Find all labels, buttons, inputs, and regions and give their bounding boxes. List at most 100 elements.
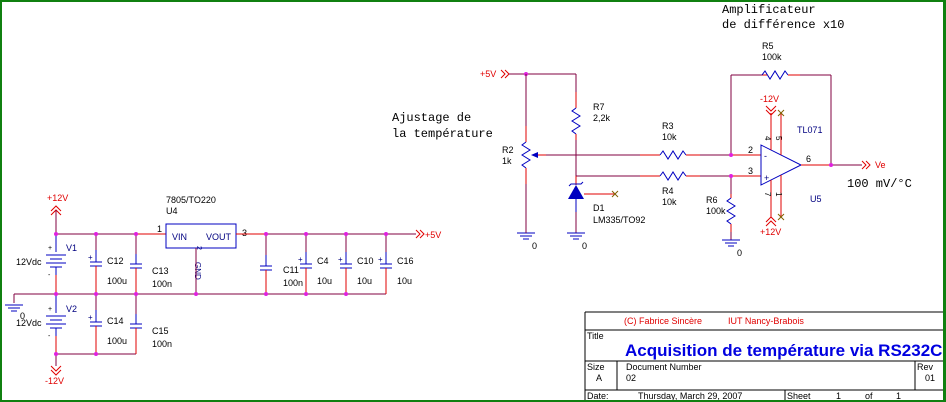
u5-minus: - [764,151,767,161]
capacitor-c16: + C16 10u [378,234,414,294]
c10-ref: C10 [357,256,374,266]
sensor-d1: D1 LM335/TO92 [568,176,645,233]
c12-ref: C12 [107,256,124,266]
r7-ref: R7 [593,102,605,112]
annotation-scale: 100 mV/°C [847,177,912,191]
u4-pin-gnd: GND [193,262,202,280]
u5-pin7: 7 [763,192,772,197]
svg-text:+: + [378,255,383,264]
c15-value: 100n [152,339,172,349]
capacitor-c12: + C12 100u [88,234,127,294]
annotation-amp-2: de différence x10 [722,18,844,32]
capacitor-c15: C15 100n [130,294,172,354]
of-label: of [865,391,873,401]
r2-value: 1k [502,156,512,166]
net-p12-supply: +12V [47,193,68,234]
sheet-label: Sheet [787,391,811,401]
u4-pin3: 3 [242,228,247,238]
c12-value: 100u [107,276,127,286]
r2-ref: R2 [502,145,514,155]
u4-ref: U4 [166,206,178,216]
r6-value: 100k [706,206,726,216]
resistor-r5: R5 100k [730,41,832,165]
title-block-title: Acquisition de température via RS232C [625,341,942,360]
r7-value: 2,2k [593,113,611,123]
net-label-ve: Ve [875,160,886,170]
junctions-supply [54,232,388,356]
c4-ref: C4 [317,256,329,266]
gnd-label-r2: 0 [532,241,537,251]
svg-text:+: + [338,255,343,264]
net-label-p5-out: +5V [425,230,441,240]
c14-value: 100u [107,336,127,346]
svg-text:+: + [88,313,93,322]
resistor-r4: R4 10k [640,171,731,207]
c16-ref: C16 [397,256,414,266]
net-label-p12: +12V [47,193,68,203]
opamp-u5: - + 2 3 6 4 5 -12V 7 1 +12V TL071 U5 [731,94,831,237]
resistor-r7: R7 2,2k [571,92,611,176]
c16-value: 10u [397,276,412,286]
u5-supply-pos: +12V [760,227,781,237]
c11-value: 100n [283,278,303,288]
u5-pin6: 6 [806,154,811,164]
gnd-label-supply: 0 [20,311,25,321]
annotation-adjust-1: Ajustage de [392,111,471,125]
sensor-section: Ajustage de la température +5V R2 1k 0 [392,69,660,251]
power-supply-section: +12V + - V1 12Vdc 0 [4,193,441,386]
capacitor-c13: C13 100n [130,234,172,294]
r4-value: 10k [662,197,677,207]
c10-value: 10u [357,276,372,286]
gnd-label-r6: 0 [737,248,742,258]
annotation-amp-1: Amplificateur [722,3,816,17]
u4-pin2: 2 [195,246,202,250]
potentiometer-r2: R2 1k [502,74,546,230]
v1-value: 12Vdc [16,257,42,267]
net-label-m12: -12V [45,376,64,386]
svg-text:+: + [88,253,93,262]
d1-value: LM335/TO92 [593,215,645,225]
r3-value: 10k [662,132,677,142]
docnum-label: Document Number [626,362,702,372]
title-block-author: (C) Fabrice Sincère [624,316,702,326]
u5-value: TL071 [797,125,823,135]
u5-supply-neg: -12V [760,94,779,104]
date-label: Date: [587,391,609,401]
size-label: Size [587,362,605,372]
resistor-r3: R3 10k [640,121,731,160]
u5-plus: + [764,173,769,183]
sheets-value: 1 [896,391,901,401]
r5-value: 100k [762,52,782,62]
c14-ref: C14 [107,316,124,326]
rev-value: 01 [925,373,935,383]
rev-label: Rev [917,362,934,372]
u4-pin-vout: VOUT [206,232,232,242]
resistor-r6: R6 100k [706,176,736,240]
svg-text:+: + [48,245,52,252]
capacitor-c14: + C14 100u [88,294,127,354]
capacitor-c10: + C10 10u [338,234,374,294]
d1-ref: D1 [593,203,605,213]
capacitor-c4: + C4 10u [298,234,332,294]
u5-pin1: 1 [774,192,783,197]
r3-ref: R3 [662,121,674,131]
u5-ref: U5 [810,194,822,204]
u5-pin2: 2 [748,145,753,155]
u4-value: 7805/TO220 [166,195,216,205]
sheet-value: 1 [836,391,841,401]
title-block: (C) Fabrice Sincère IUT Nancy-Brabois Ti… [584,311,944,401]
capacitor-c11-unpolar [260,234,272,294]
battery-v2: + - V2 12Vdc [16,294,77,354]
r4-ref: R4 [662,186,674,196]
net-label-p5-in: +5V [480,69,496,79]
c15-ref: C15 [152,326,169,336]
svg-text:+: + [48,306,52,313]
v1-ref: V1 [66,243,77,253]
u4-pin-vin: VIN [172,232,187,242]
u4-pin1: 1 [157,224,162,234]
v2-value: 12Vdc [16,318,42,328]
c13-value: 100n [152,279,172,289]
u5-pin3: 3 [748,166,753,176]
v2-ref: V2 [66,304,77,314]
